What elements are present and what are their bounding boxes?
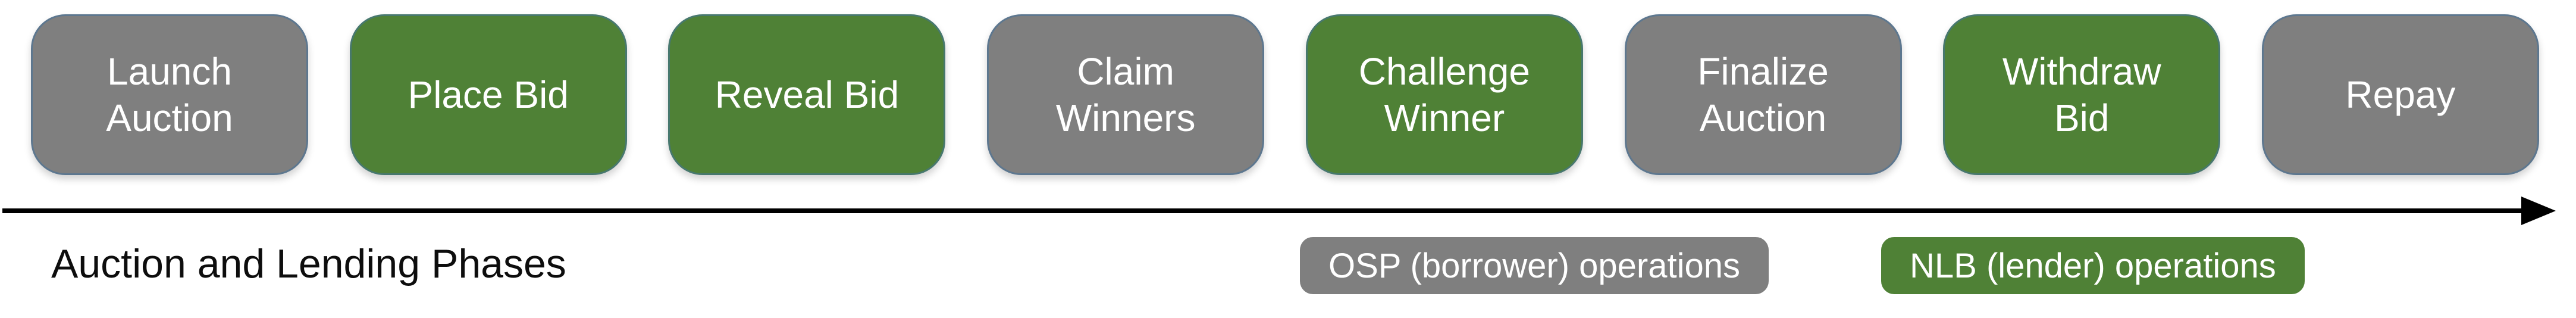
legend-nlb-lender-operations: NLB (lender) operations — [1881, 237, 2305, 294]
phase-label: Claim Winners — [1055, 49, 1196, 139]
phase-label: Finalize Auction — [1697, 49, 1829, 139]
legend-label: OSP (borrower) operations — [1328, 246, 1741, 285]
phase-label: Reveal Bid — [714, 73, 900, 116]
timeline-arrow — [2, 197, 2556, 225]
legend-osp-borrower-operations: OSP (borrower) operations — [1300, 237, 1769, 294]
phase-box-challenge-winner: Challenge Winner — [1305, 14, 1583, 175]
phase-box-finalize-auction: Finalize Auction — [1624, 14, 1902, 175]
axis-label: Auction and Lending Phases — [51, 241, 566, 286]
phase-label: Launch Auction — [106, 49, 233, 139]
phase-label: Place Bid — [408, 73, 569, 116]
phase-box-repay: Repay — [2261, 14, 2539, 175]
phase-box-withdraw-bid: Withdraw Bid — [1943, 14, 2221, 175]
legend-label: NLB (lender) operations — [1910, 246, 2276, 285]
phase-label: Challenge Winner — [1358, 49, 1530, 139]
phase-boxes-row: Launch Auction Place Bid Reveal Bid Clai… — [31, 14, 2539, 175]
phase-box-claim-winners: Claim Winners — [987, 14, 1265, 175]
phase-box-launch-auction: Launch Auction — [31, 14, 308, 175]
phase-label: Repay — [2345, 73, 2456, 116]
phase-box-place-bid: Place Bid — [349, 14, 627, 175]
phase-label: Withdraw Bid — [2002, 49, 2161, 139]
phase-box-reveal-bid: Reveal Bid — [668, 14, 946, 175]
